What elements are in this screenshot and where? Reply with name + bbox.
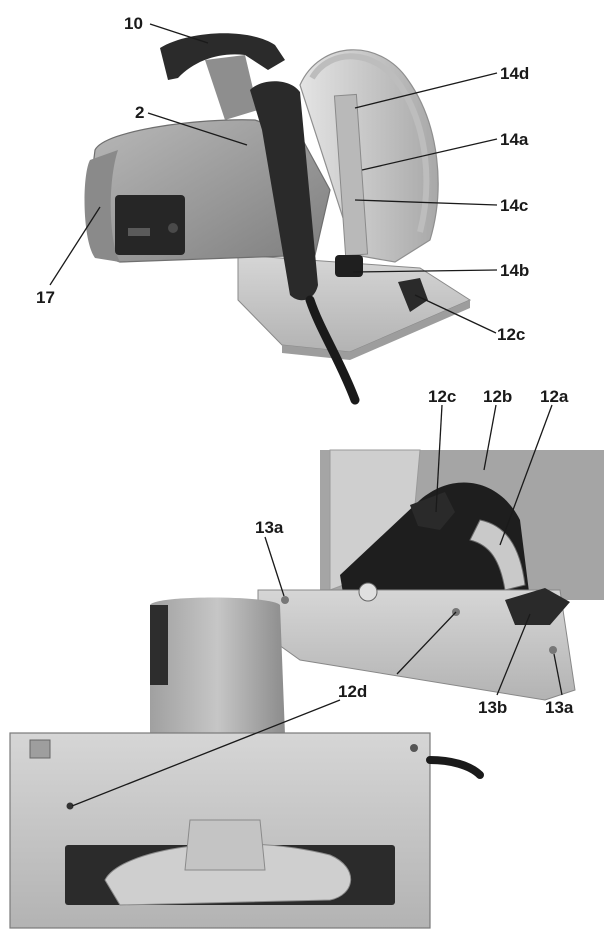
switch-knob	[168, 223, 178, 233]
leader-12d-bottom	[71, 699, 341, 807]
clamp-knob-13b	[505, 588, 570, 625]
callout-14d: 14d	[500, 64, 529, 83]
screw-13a-right	[549, 646, 557, 654]
callout-10: 10	[124, 14, 143, 33]
mount-hole-right	[410, 744, 418, 752]
leader-12c-mid	[435, 404, 443, 513]
motor-end-cap	[84, 150, 120, 262]
callout-13a-right: 13a	[545, 698, 574, 717]
leader-12b	[483, 404, 497, 471]
callout-12c-mid: 12c	[428, 387, 456, 406]
rear-handle	[160, 33, 285, 80]
locating-tab	[29, 739, 51, 759]
callout-labels: 10 2 17 14d 14a 14c 14b 12c 12c 12b 12a …	[36, 14, 574, 717]
depth-lock-lever	[335, 255, 363, 277]
callout-14a: 14a	[500, 130, 529, 149]
arbor-boss	[184, 819, 266, 871]
rear-handle-mount	[205, 55, 258, 120]
callout-13a-left: 13a	[255, 518, 284, 537]
motor-housing-rear	[150, 597, 285, 735]
callout-14b: 14b	[500, 261, 529, 280]
depth-scale	[333, 93, 369, 257]
blade-guard-rim	[309, 53, 430, 233]
bevel-knob	[398, 278, 428, 312]
callout-13b: 13b	[478, 698, 507, 717]
bevel-scale	[469, 519, 526, 591]
leader-14a	[361, 138, 498, 171]
callout-12d: 12d	[338, 682, 367, 701]
switch-panel	[115, 195, 185, 255]
cord-exit	[426, 756, 484, 779]
power-cord	[305, 295, 360, 405]
leader-12a	[499, 404, 553, 546]
leader-2	[147, 112, 248, 146]
leader-13a-right	[553, 653, 563, 696]
leader-lines	[49, 23, 563, 807]
bevel-detail-figure	[257, 449, 604, 701]
callout-12c-top: 12c	[497, 325, 525, 344]
mount-hole-12d	[66, 802, 74, 810]
callout-17: 17	[36, 288, 55, 307]
leader-13b	[496, 613, 531, 696]
callout-14c: 14c	[500, 196, 528, 215]
leader-14d	[354, 72, 498, 109]
pivot-screw	[358, 582, 378, 602]
callout-12b: 12b	[483, 387, 512, 406]
switch-indicator	[128, 228, 150, 236]
leader-12c-top	[414, 294, 497, 334]
saw-overview-figure	[84, 33, 472, 405]
base-detail-figure	[9, 597, 484, 929]
leader-12d-top	[396, 611, 457, 675]
callout-2: 2	[135, 103, 144, 122]
leader-17	[49, 206, 101, 286]
leader-10	[149, 23, 209, 44]
blade-flange	[104, 843, 352, 906]
callout-12a: 12a	[540, 387, 569, 406]
bevel-knob-12c	[410, 492, 455, 530]
leader-14b	[352, 269, 498, 273]
base-plate-edge	[282, 300, 470, 360]
bevel-bracket	[340, 482, 530, 605]
leader-14c	[354, 199, 498, 206]
motor-grip-band	[150, 605, 168, 685]
leader-13a-left	[264, 536, 285, 597]
main-handle	[250, 81, 318, 301]
screw-13a-left	[281, 596, 289, 604]
